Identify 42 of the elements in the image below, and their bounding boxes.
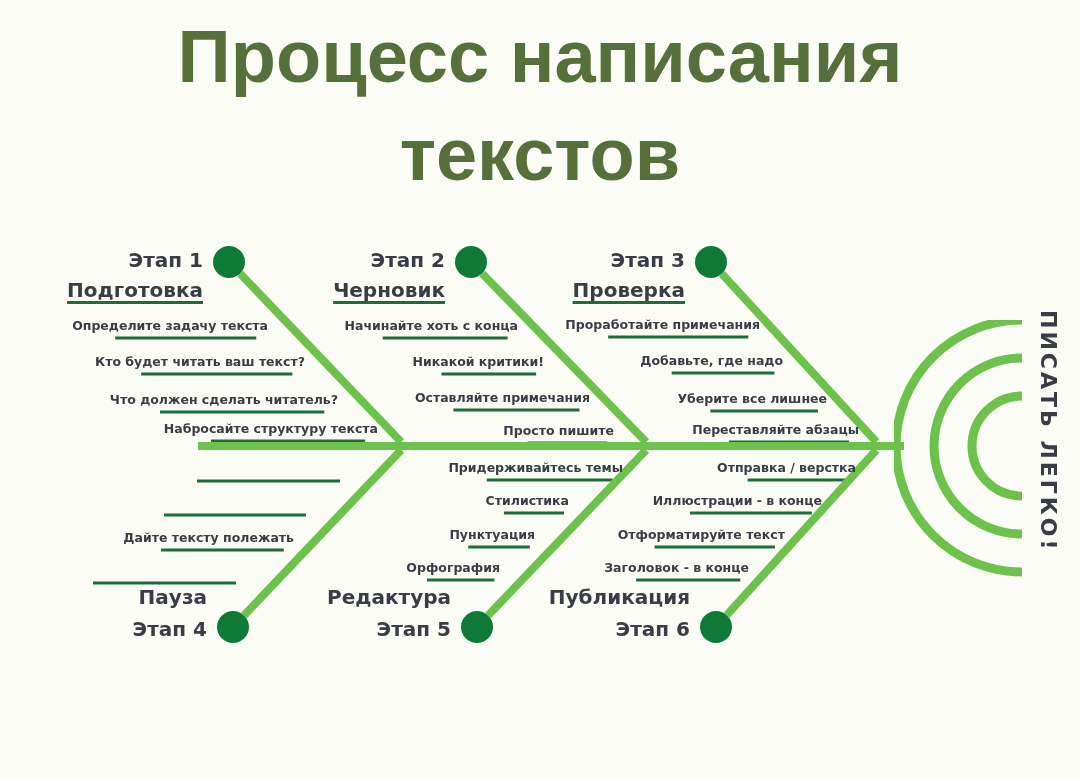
step-text: Орфография	[406, 559, 500, 577]
step-text: Что должен сделать читатель?	[109, 391, 338, 409]
stage-title: Редактура	[327, 584, 451, 611]
step-text: Просто пишите	[503, 422, 614, 440]
step-text: Пунктуация	[449, 526, 535, 544]
slogan: ПИСАТЬ ЛЕГКО!	[1036, 310, 1061, 553]
step-text: Набросайте структуру текста	[163, 420, 378, 438]
bone-line	[241, 447, 405, 619]
stage-number: Этап 4	[132, 616, 207, 643]
step-text: Отформатируйте текст	[617, 526, 785, 544]
stage-number: Этап 6	[615, 616, 690, 643]
bone-line	[718, 271, 880, 445]
step-text: Начинайте хоть с конца	[344, 317, 518, 335]
stage-title: Пауза	[138, 584, 207, 611]
stage-title: Подготовка	[67, 277, 203, 304]
step-text: Добавьте, где надо	[640, 352, 783, 370]
stage-title: Проверка	[572, 277, 685, 304]
bone-line	[485, 447, 650, 619]
stage-number: Этап 1	[128, 247, 203, 274]
step-text: Кто будет читать ваш текст?	[94, 353, 305, 371]
stage-title: Публикация	[548, 584, 690, 611]
stage-title: Черновик	[333, 277, 445, 304]
spine-bar	[198, 442, 904, 450]
title: Процесс написания текстов	[176, 14, 904, 198]
step-text: Определите задачу текста	[72, 317, 268, 335]
step-text: Проработайте примечания	[565, 316, 760, 334]
step-text: Стилистика	[485, 492, 569, 510]
step-text: Никакой критики!	[412, 353, 544, 371]
step-text: Иллюстрации - в конце	[652, 492, 822, 510]
step-text: Заголовок - в конце	[604, 559, 749, 577]
step-text: Дайте тексту полежать	[123, 529, 294, 547]
stage-number: Этап 3	[610, 247, 685, 274]
stage-number: Этап 2	[370, 247, 445, 274]
step-text: Придерживайтесь темы	[448, 459, 623, 477]
stage-number: Этап 5	[376, 616, 451, 643]
step-text: Уберите все лишнее	[677, 390, 827, 408]
bone-line	[723, 447, 880, 618]
bone-line	[237, 270, 405, 445]
step-text: Переставляйте абзацы	[692, 421, 859, 439]
step-text: Оставляйте примечания	[414, 389, 590, 407]
bone-line	[479, 270, 649, 445]
step-text: Отправка / верстка	[717, 459, 856, 477]
